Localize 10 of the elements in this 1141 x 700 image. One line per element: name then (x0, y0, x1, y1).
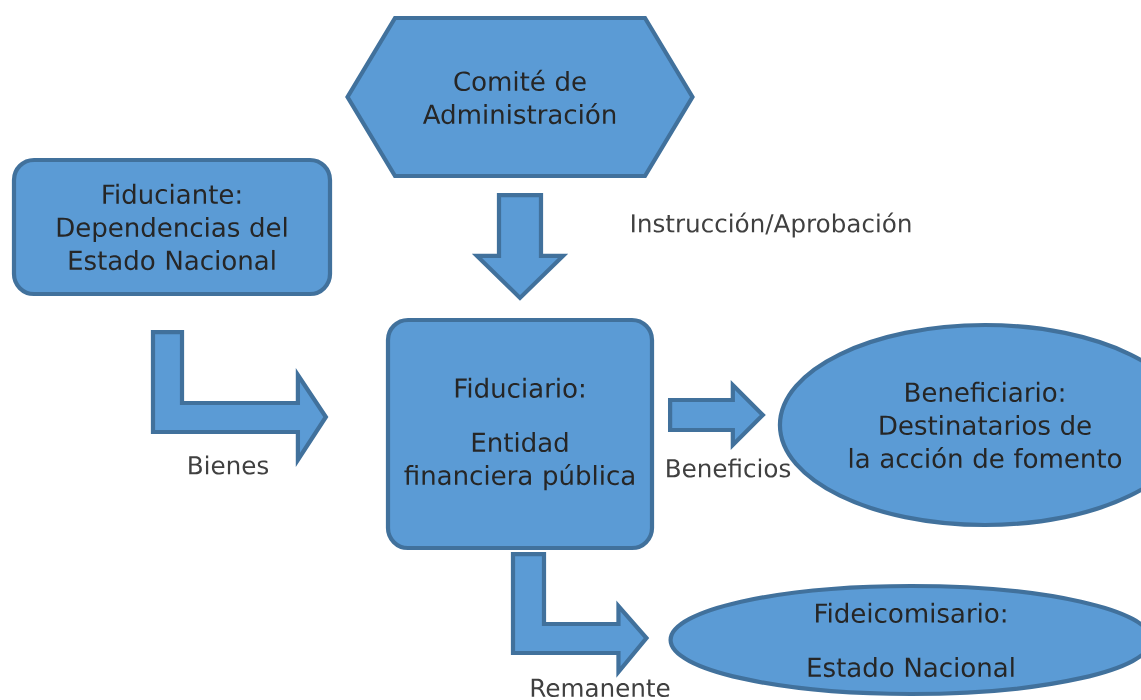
edge-label: Instrucción/Aprobación (632, 212, 911, 238)
block-arrow (668, 379, 766, 451)
block-arrow (150, 330, 329, 468)
process-box: Fiduciario: Entidad financiera pública (385, 317, 655, 551)
edge-label: Bienes (189, 455, 269, 475)
hexagon-box: Comité de Administración (345, 15, 695, 179)
edge-label: Remanente (531, 678, 670, 698)
block-arrow (510, 552, 650, 678)
process-box: Fiduciante: Dependencias del Estado Nacional (11, 157, 333, 297)
block-arrow (471, 193, 569, 301)
